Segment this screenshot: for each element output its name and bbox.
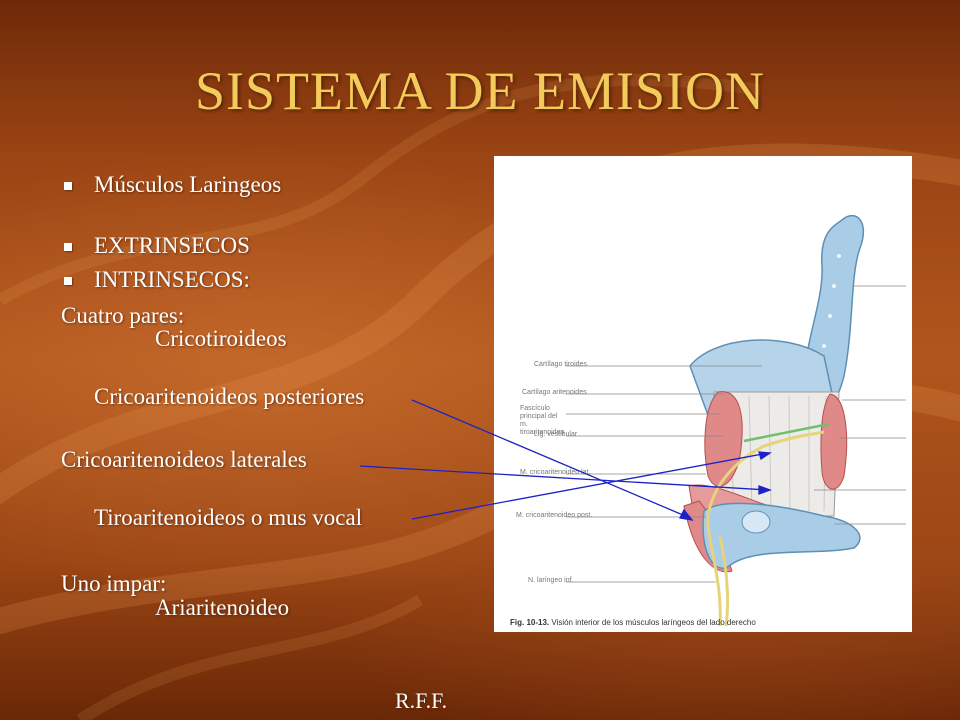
- figure-label: Cartílago tiroides: [534, 361, 587, 368]
- bullet-marker: [64, 243, 72, 251]
- figure-caption: Fig. 10-13. Visión interior de los múscu…: [510, 618, 756, 627]
- figure-label: M. cricoaritenoideo post.: [516, 512, 593, 519]
- text-ariaritenoideo: Ariaritenoideo: [155, 595, 290, 620]
- larynx-illustration: Cartílago tiroides Cartílago aritenoides…: [494, 156, 912, 632]
- footer-initials: R.F.F.: [395, 688, 448, 713]
- figure-label: Lig. vestibular: [534, 431, 578, 438]
- text-cuatro-pares: Cuatro pares:: [61, 303, 185, 328]
- figure-label: M. cricoaritenoideo lat.: [520, 469, 591, 476]
- text-cricoaritenoideos-posteriores: Cricoaritenoideos posteriores: [94, 384, 365, 409]
- bullet-marker: [64, 277, 72, 285]
- bullet-extrinsecos: EXTRINSECOS: [94, 233, 250, 258]
- text-cricoaritenoideos-laterales: Cricoaritenoideos laterales: [61, 447, 307, 472]
- bullet-intrinsecos: INTRINSECOS:: [94, 267, 250, 292]
- text-cricotiroideos: Cricotiroideos: [155, 326, 287, 351]
- figure-label: Cartílago aritenoides: [522, 389, 587, 396]
- bullet-musculos-laringeos: Músculos Laringeos: [94, 172, 282, 197]
- text-tiroaritenoideos: Tiroaritenoideos o mus vocal: [94, 505, 363, 530]
- slide-title: SISTEMA DE EMISION: [194, 61, 766, 121]
- text-uno-impar: Uno impar:: [61, 571, 167, 596]
- bullet-marker: [64, 182, 72, 190]
- figure-label: N. laríngeo inf.: [528, 577, 574, 584]
- figure-caption-number: Fig. 10-13.: [510, 618, 550, 627]
- figure-caption-text: Visión interior de los músculos laríngeo…: [551, 618, 756, 627]
